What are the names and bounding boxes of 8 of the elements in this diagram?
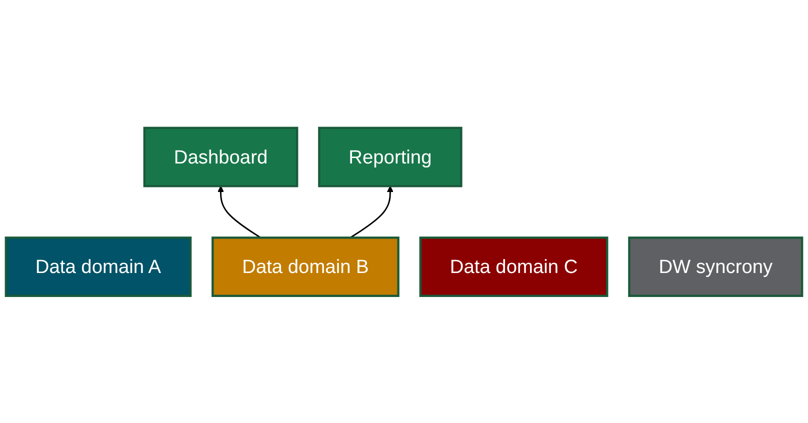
arrow: [218, 185, 261, 238]
node-box: Data domain B: [212, 236, 400, 297]
node-box: Reporting: [318, 126, 462, 187]
arrow: [350, 185, 394, 238]
node-box: DW syncrony: [628, 236, 804, 297]
node-box: Data domain C: [419, 236, 608, 297]
node-box: Data domain A: [4, 236, 192, 297]
node-box: Dashboard: [143, 126, 298, 187]
